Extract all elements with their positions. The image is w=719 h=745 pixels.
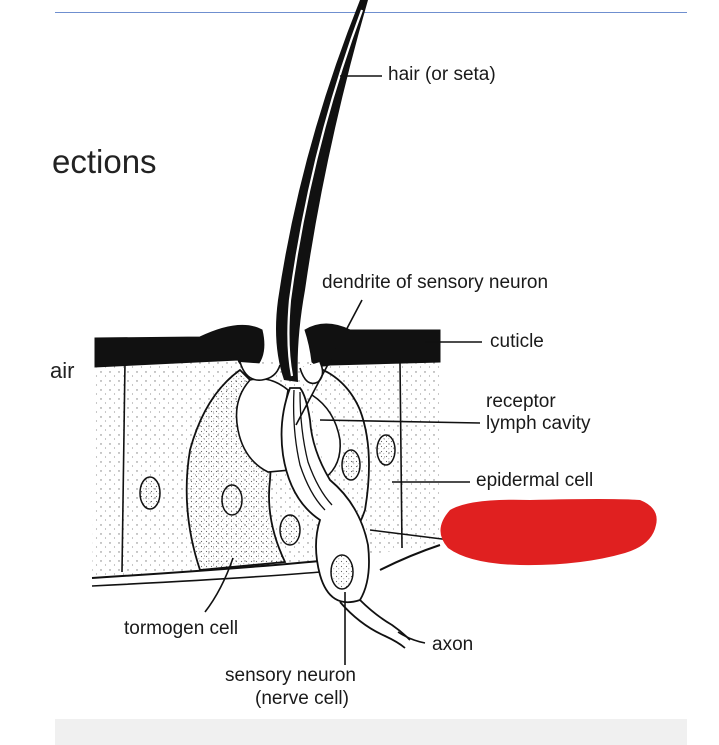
label-dendrite: dendrite of sensory neuron <box>322 272 549 293</box>
label-receptor-line2: lymph cavity <box>486 413 591 434</box>
leader-dendrite <box>295 299 363 426</box>
tormogen-nucleus <box>221 484 243 516</box>
label-tormogen: tormogen cell <box>124 618 239 639</box>
neuron-nucleus <box>279 514 301 546</box>
sensory-neuron-dendrite <box>299 391 333 506</box>
label-epidermal: epidermal cell <box>476 470 594 491</box>
red-redaction-mark <box>440 499 657 566</box>
epidermal-nucleus <box>376 434 396 466</box>
socket-membrane <box>239 361 281 381</box>
leader-tormogen <box>204 557 234 613</box>
label-hair: hair (or seta) <box>388 64 496 85</box>
epidermal-cell-boundary <box>399 361 403 549</box>
slide-bottom-band <box>55 719 687 745</box>
label-sensory-line1: sensory neuron <box>225 665 356 686</box>
epidermal-cell-boundary <box>121 361 126 573</box>
hair-shaft-lumen <box>287 9 364 377</box>
axon <box>339 601 406 649</box>
slide-text-fragment: air <box>50 358 75 383</box>
trichogen-nucleus <box>341 449 361 481</box>
hair-shaft <box>276 0 368 382</box>
leader-receptor <box>319 419 481 424</box>
cuticle <box>94 324 265 369</box>
basement-membrane-right <box>379 544 441 571</box>
slide-heading-fragment: ections <box>52 143 157 180</box>
label-axon: axon <box>432 634 474 655</box>
basement-membrane-lower <box>91 571 321 587</box>
leader-axon <box>397 631 426 644</box>
leader-hidden <box>369 529 451 541</box>
basement-membrane <box>91 559 331 579</box>
neuron-nucleus <box>330 554 354 590</box>
label-receptor-line1: receptor <box>486 391 556 412</box>
receptor-lymph-cavity-right <box>311 394 342 479</box>
label-sensory-line2: (nerve cell) <box>255 688 349 709</box>
cuticle <box>304 323 441 367</box>
sensory-neuron-dendrite <box>292 389 326 511</box>
label-cuticle: cuticle <box>490 331 544 352</box>
epidermal-nucleus <box>139 476 161 510</box>
slide-top-rule <box>55 12 687 13</box>
